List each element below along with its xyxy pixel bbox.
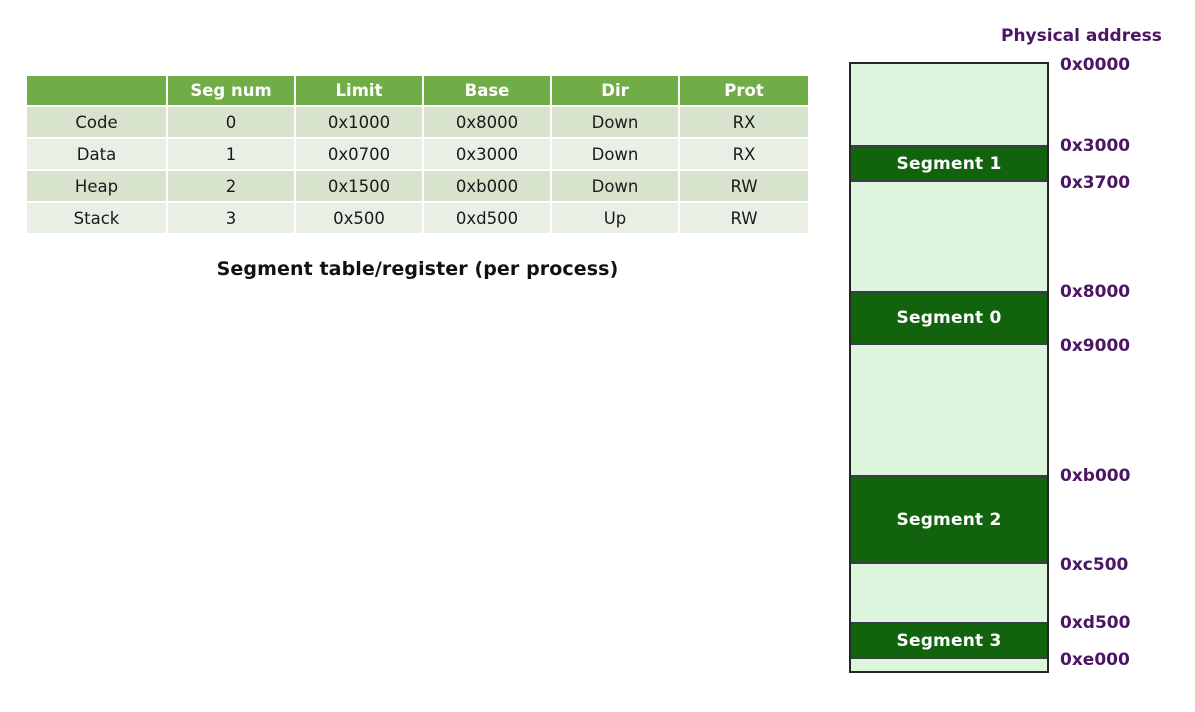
address-label-0xe000: 0xe000 [1060, 650, 1130, 670]
memory-block-segment-3: Segment 3 [851, 622, 1047, 659]
cell-name: Code [27, 106, 168, 139]
cell-limit: 0x0700 [295, 138, 424, 171]
cell-name: Heap [27, 170, 168, 203]
segment-table-caption: Segment table/register (per process) [216, 258, 619, 280]
cell-segnum: 0 [167, 106, 296, 139]
segment-table-container: Seg num Limit Base Dir Prot Code 0 0x100… [27, 76, 808, 233]
cell-name: Data [27, 138, 168, 171]
column-header-base: Base [423, 76, 552, 107]
address-label-0x9000: 0x9000 [1060, 336, 1131, 356]
cell-prot: RW [679, 202, 808, 233]
address-label-0xb000: 0xb000 [1060, 466, 1131, 486]
address-label-0x0000: 0x0000 [1060, 55, 1131, 75]
table-row: Heap 2 0x1500 0xb000 Down RW [27, 170, 808, 203]
cell-prot: RX [679, 138, 808, 171]
cell-prot: RX [679, 106, 808, 139]
memory-block-label: Segment 2 [896, 509, 1002, 530]
cell-base: 0x8000 [423, 106, 552, 139]
cell-dir: Up [551, 202, 680, 233]
address-label-0x8000: 0x8000 [1060, 282, 1131, 302]
cell-base: 0xd500 [423, 202, 552, 233]
cell-segnum: 1 [167, 138, 296, 171]
cell-limit: 0x500 [295, 202, 424, 233]
memory-block-label: Segment 3 [896, 630, 1002, 651]
cell-prot: RW [679, 170, 808, 203]
physical-address-title: Physical address [1001, 26, 1162, 46]
memory-block-segment-1: Segment 1 [851, 145, 1047, 182]
cell-dir: Down [551, 138, 680, 171]
cell-base: 0x3000 [423, 138, 552, 171]
cell-segnum: 2 [167, 170, 296, 203]
cell-segnum: 3 [167, 202, 296, 233]
column-header-prot: Prot [679, 76, 808, 107]
table-row: Code 0 0x1000 0x8000 Down RX [27, 106, 808, 139]
table-header-row: Seg num Limit Base Dir Prot [27, 76, 808, 107]
address-label-0x3000: 0x3000 [1060, 136, 1131, 156]
address-label-0xc500: 0xc500 [1060, 555, 1129, 575]
segment-table: Seg num Limit Base Dir Prot Code 0 0x100… [27, 76, 808, 233]
table-row: Data 1 0x0700 0x3000 Down RX [27, 138, 808, 171]
address-label-0x3700: 0x3700 [1060, 173, 1131, 193]
column-header-segnum: Seg num [167, 76, 296, 107]
cell-limit: 0x1000 [295, 106, 424, 139]
cell-dir: Down [551, 170, 680, 203]
memory-block-label: Segment 1 [896, 153, 1002, 174]
cell-name: Stack [27, 202, 168, 233]
cell-base: 0xb000 [423, 170, 552, 203]
memory-block-segment-2: Segment 2 [851, 475, 1047, 564]
memory-block-segment-0: Segment 0 [851, 291, 1047, 345]
physical-memory-diagram: Segment 1 Segment 0 Segment 2 Segment 3 [849, 62, 1049, 673]
address-label-0xd500: 0xd500 [1060, 613, 1131, 633]
column-header-limit: Limit [295, 76, 424, 107]
cell-dir: Down [551, 106, 680, 139]
memory-block-label: Segment 0 [896, 308, 1002, 328]
cell-limit: 0x1500 [295, 170, 424, 203]
column-header-dir: Dir [551, 76, 680, 107]
table-row: Stack 3 0x500 0xd500 Up RW [27, 202, 808, 233]
column-header-name [27, 76, 168, 107]
